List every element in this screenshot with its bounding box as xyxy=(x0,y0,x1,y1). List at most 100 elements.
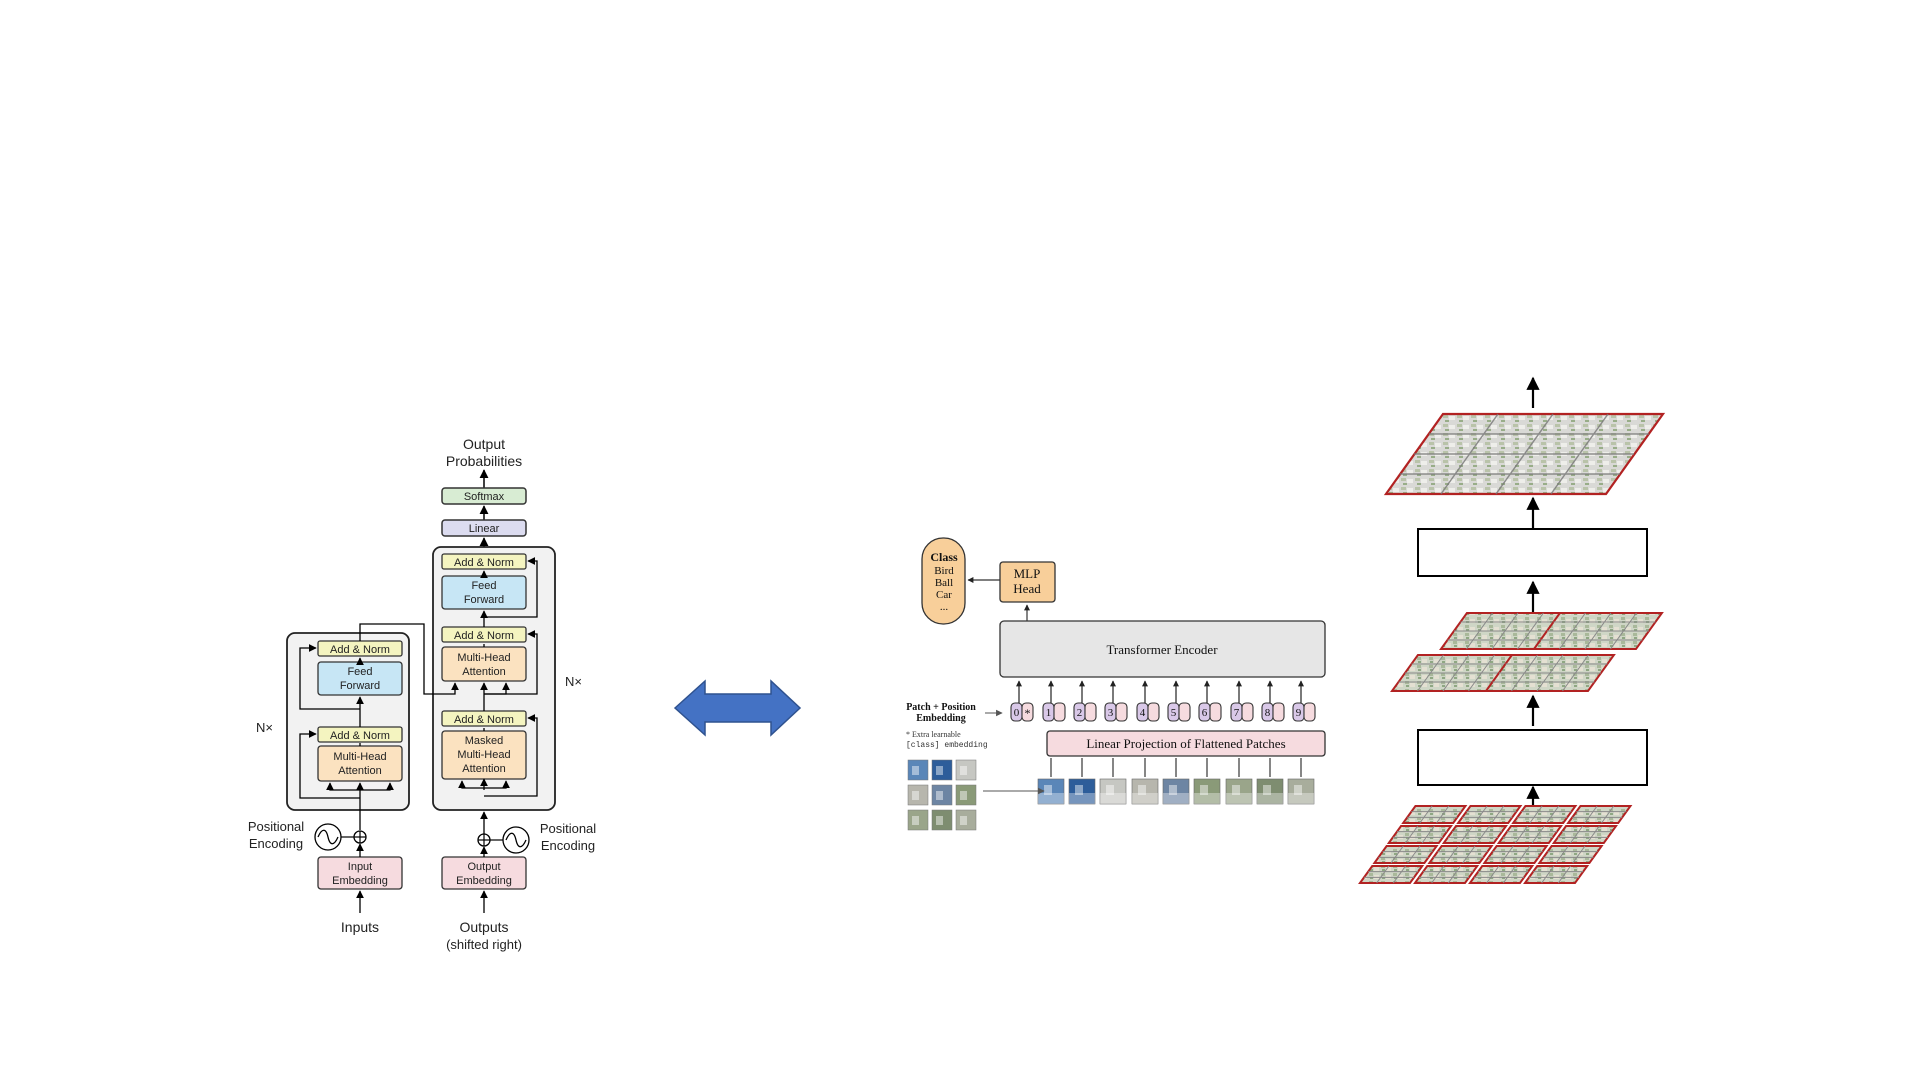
patch-embedding-2 xyxy=(1084,702,1097,722)
mlp-head-box xyxy=(999,561,1056,603)
patch-embedding-4 xyxy=(1147,702,1160,722)
decoder-nx-label: N× xyxy=(565,674,582,689)
token-7: 7 xyxy=(1230,680,1254,777)
patch-image-8 xyxy=(1256,778,1284,805)
input-patch-1 xyxy=(907,759,929,781)
decoder-masked-attention-label: Attention xyxy=(462,763,505,775)
patch-image-4 xyxy=(1131,778,1159,805)
encoder-block xyxy=(286,632,410,811)
input-image-grid xyxy=(907,759,977,831)
patch-image-5 xyxy=(1162,778,1190,805)
encoder-addnorm-2-label: Add & Norm xyxy=(330,644,390,656)
outputs-label: Outputs xyxy=(459,919,508,935)
input-patch-8 xyxy=(931,809,953,831)
decoder-attention-label: Attention xyxy=(462,666,505,678)
patch-image-2 xyxy=(1068,778,1096,805)
position-index-4: 4 xyxy=(1140,707,1146,719)
linear-label: Linear xyxy=(469,523,500,535)
input-patch-4 xyxy=(907,784,929,806)
encoder-nx-label: N× xyxy=(256,720,273,735)
token-9: 9 xyxy=(1292,680,1316,777)
input-patch-7 xyxy=(907,809,929,831)
extra-learnable-note-2: [class] embedding xyxy=(906,741,988,750)
decoder-forward-label: Forward xyxy=(464,594,504,606)
shifted-right-label: (shifted right) xyxy=(446,937,522,952)
input-patch-9 xyxy=(955,809,977,831)
patch-row xyxy=(1037,778,1315,805)
class-item-bird: Bird xyxy=(934,565,954,577)
patch-embedding-8 xyxy=(1272,702,1285,722)
output-embedding-label-1: Output xyxy=(467,861,500,873)
patch-embedding-0 xyxy=(1021,702,1034,722)
encoder-addnorm-1-label: Add & Norm xyxy=(330,730,390,742)
token-1: 1 xyxy=(1042,680,1066,777)
patch-image-3 xyxy=(1099,778,1127,805)
stage-block-lower xyxy=(1417,729,1648,786)
position-index-9: 9 xyxy=(1296,707,1302,719)
decoder-encoding-label: Encoding xyxy=(541,838,595,853)
linear-projection-box xyxy=(1046,730,1326,757)
mlp-head-label-2: Head xyxy=(1013,581,1041,596)
decoder-masked-label: Masked xyxy=(465,735,504,747)
patch-position-label-1: Patch + Position xyxy=(906,702,976,713)
encoder-forward-label: Forward xyxy=(340,680,380,692)
decoder-addnorm-3 xyxy=(441,553,527,570)
position-index-2: 2 xyxy=(1077,707,1083,719)
transformer-diagram: Output Probabilities Softmax Linear Add … xyxy=(248,436,596,952)
position-index-7: 7 xyxy=(1234,707,1240,719)
input-patch-2 xyxy=(931,759,953,781)
position-index-1: 1 xyxy=(1046,707,1052,719)
decoder-positional-label: Positional xyxy=(540,821,596,836)
top-feature-map xyxy=(1383,412,1666,496)
patch-image-7 xyxy=(1225,778,1253,805)
linear-box xyxy=(441,519,527,537)
inputs-label: Inputs xyxy=(341,919,379,935)
position-index-8: 8 xyxy=(1265,707,1271,719)
input-patch-6 xyxy=(955,784,977,806)
patch-embedding-5 xyxy=(1178,702,1191,722)
decoder-feed-label: Feed xyxy=(471,580,496,592)
patch-embedding-9 xyxy=(1303,702,1316,722)
position-index-3: 3 xyxy=(1108,707,1114,719)
patch-image-6 xyxy=(1193,778,1221,805)
token-5: 5 xyxy=(1167,680,1191,777)
class-token-mark: * xyxy=(1025,706,1031,720)
hierarchical-diagram xyxy=(1358,376,1666,884)
class-output-pill xyxy=(921,537,966,625)
transformer-encoder-label: Transformer Encoder xyxy=(1106,642,1218,657)
output-probabilities-label-2: Probabilities xyxy=(446,453,522,469)
class-item-ball: Ball xyxy=(935,577,953,589)
output-probabilities-label-1: Output xyxy=(463,436,505,452)
input-patch-3 xyxy=(955,759,977,781)
stage-block-upper xyxy=(1417,528,1648,577)
input-embedding-label-2: Embedding xyxy=(332,875,388,887)
token-3: 3 xyxy=(1104,680,1128,777)
encoder-attention-label: Attention xyxy=(338,765,381,777)
encoder-feed-label: Feed xyxy=(347,666,372,678)
middle-feature-map xyxy=(1390,612,1664,692)
bottom-feature-map xyxy=(1358,805,1633,884)
decoder-addnorm-2-label: Add & Norm xyxy=(454,630,514,642)
extra-learnable-note-1: * Extra learnable xyxy=(906,730,961,739)
encoder-multihead-label: Multi-Head xyxy=(333,751,386,763)
patch-position-label-2: Embedding xyxy=(916,713,965,724)
decoder-masked-multihead-label: Multi-Head xyxy=(457,749,510,761)
decoder-multihead-label: Multi-Head xyxy=(457,652,510,664)
input-embedding-label-1: Input xyxy=(348,861,372,873)
patch-image-1 xyxy=(1037,778,1065,805)
token-2: 2 xyxy=(1073,680,1097,777)
patch-embedding-1 xyxy=(1053,702,1066,722)
double-arrow-icon xyxy=(673,679,802,737)
decoder-addnorm-3-label: Add & Norm xyxy=(454,557,514,569)
token-4: 4 xyxy=(1136,680,1160,777)
patch-embedding-6 xyxy=(1209,702,1222,722)
softmax-label: Softmax xyxy=(464,491,505,503)
token-0: 0* xyxy=(1010,680,1034,722)
class-item-car: Car xyxy=(936,589,952,601)
class-title-label: Class xyxy=(930,550,958,564)
mlp-head-label-1: MLP xyxy=(1014,566,1041,581)
patch-embedding-3 xyxy=(1115,702,1128,722)
encoder-positional-label: Positional xyxy=(248,819,304,834)
